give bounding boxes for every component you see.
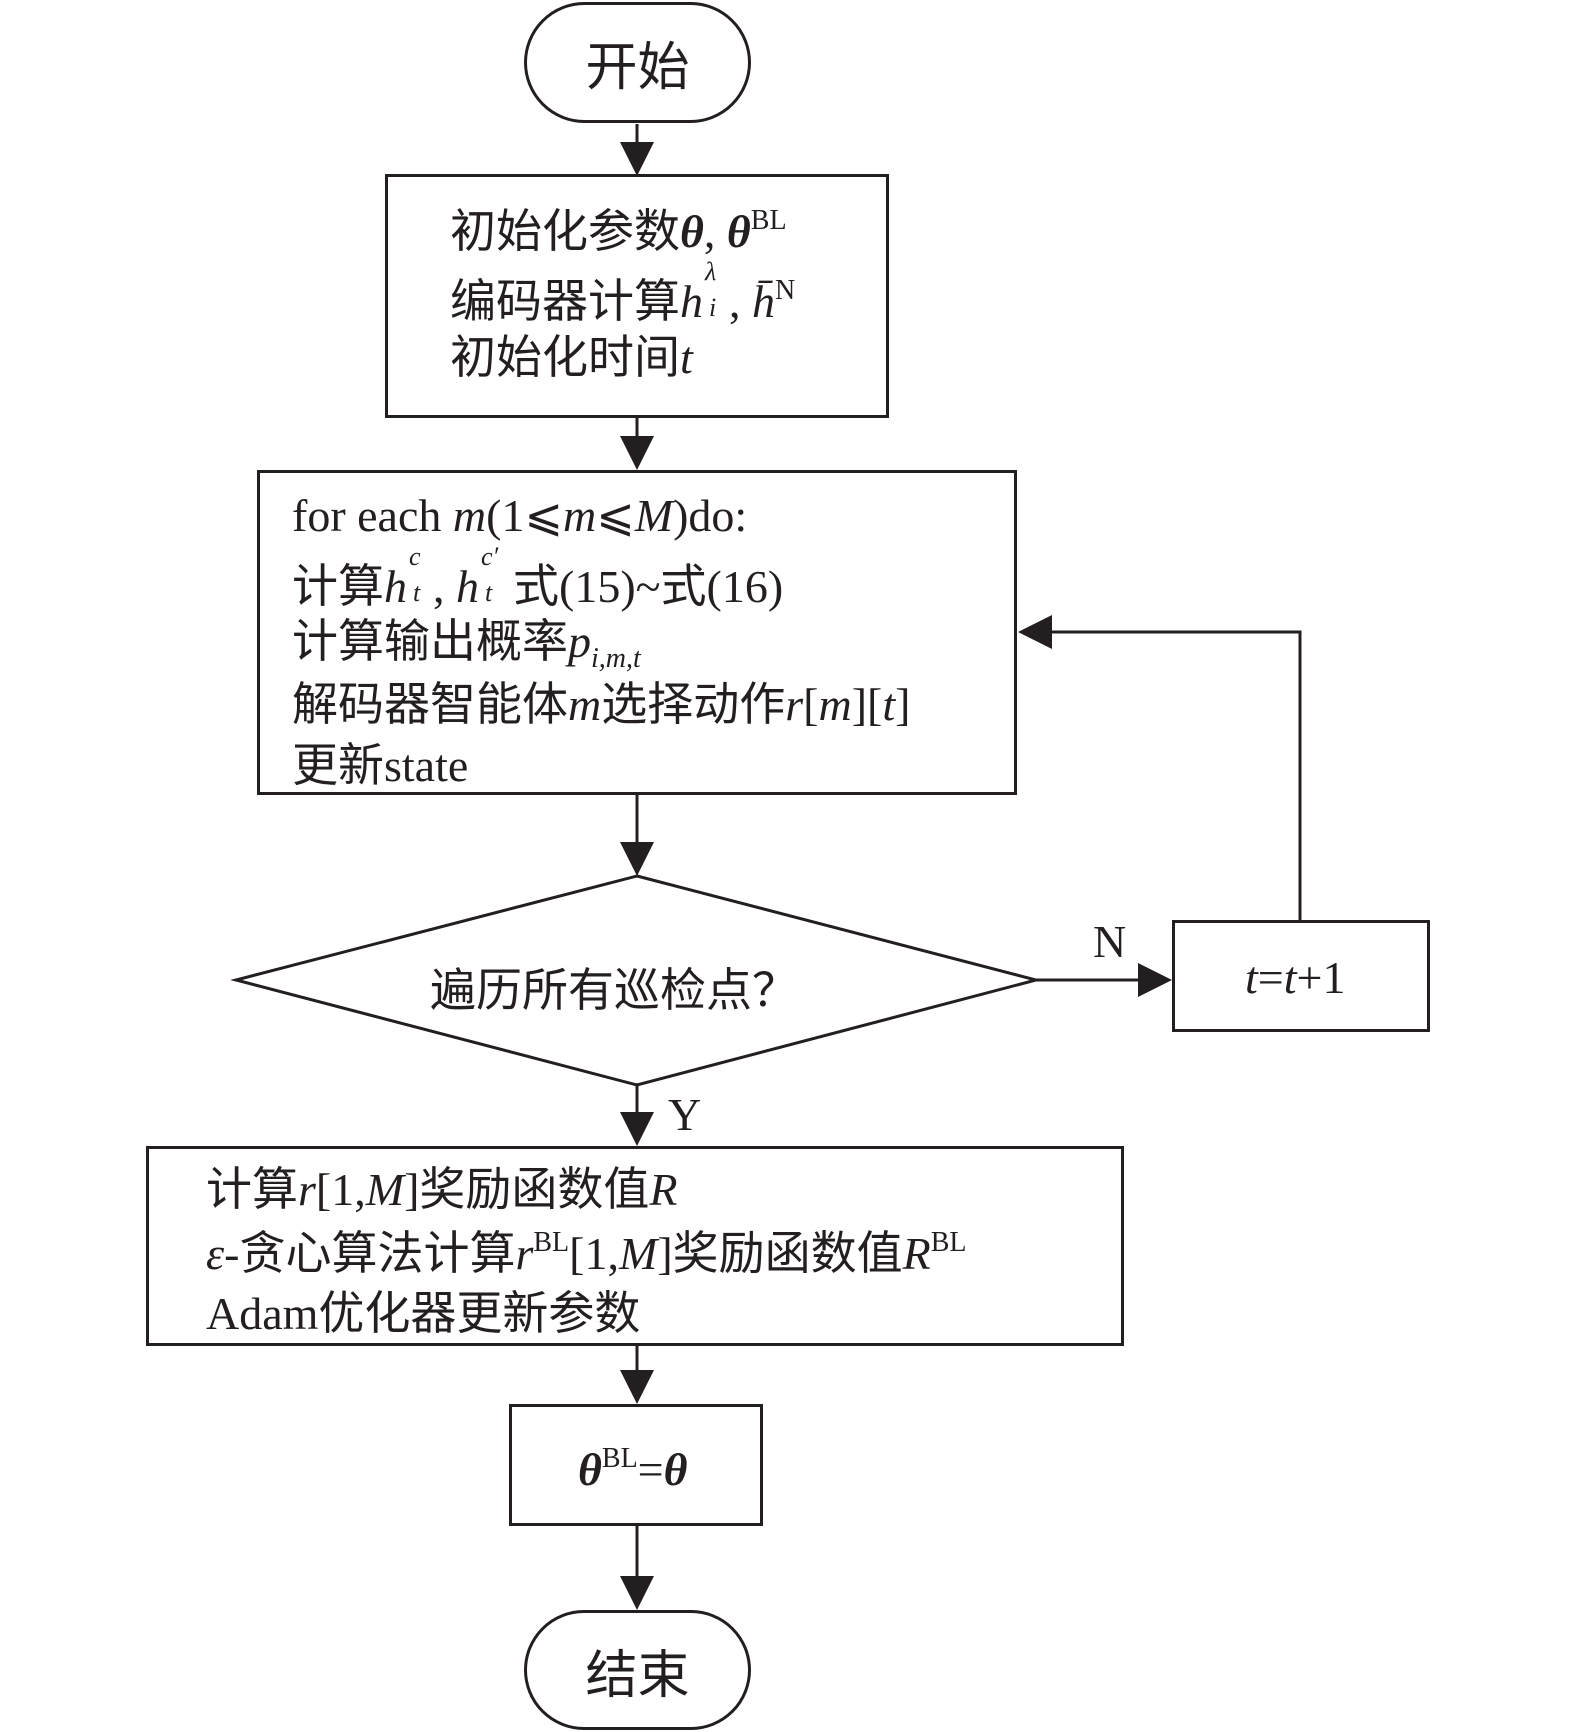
init-line-1: 初始化参数θ, θBL <box>450 205 787 258</box>
decision-label: 遍历所有巡检点？ <box>430 965 798 1016</box>
arrowhead-reward-assign <box>620 1370 654 1404</box>
end-label: 结束 <box>585 1647 690 1705</box>
assign-process: θBL=θ <box>509 1404 763 1526</box>
arrowhead-decision-reward <box>620 1112 654 1146</box>
loop-line-4: 解码器智能体m选择动作r[m][t] <box>292 679 911 730</box>
increment-process: t=t+1 <box>1172 920 1430 1032</box>
assign-text: θBL=θ <box>578 1443 688 1496</box>
start-terminal: 开始 <box>524 2 751 123</box>
loop-line-3: 计算输出概率pi,m,t <box>292 616 641 674</box>
increment-text: t=t+1 <box>1245 952 1346 1003</box>
arrowhead-increment-loop <box>1018 615 1052 649</box>
edge-label-yes: Y <box>668 1089 702 1140</box>
loop-line-5: 更新state <box>292 740 469 791</box>
arrowhead-assign-end <box>620 1576 654 1610</box>
arrowhead-decision-increment <box>1138 963 1172 997</box>
init-line-3: 初始化时间t <box>450 332 693 383</box>
end-terminal: 结束 <box>524 1610 751 1730</box>
arrowhead-init-loop <box>620 436 654 470</box>
reward-process: 计算r[1,M]奖励函数值R ε-贪心算法计算rBL[1,M]奖励函数值RBL … <box>146 1146 1124 1346</box>
reward-line-1: 计算r[1,M]奖励函数值R <box>206 1164 678 1215</box>
loop-line-1: for each m(1⩽m⩽M)do: <box>292 490 748 541</box>
arrowhead-loop-decision <box>620 842 654 876</box>
start-label: 开始 <box>585 40 690 97</box>
reward-line-3: Adam优化器更新参数 <box>206 1288 641 1339</box>
reward-line-2: ε-贪心算法计算rBL[1,M]奖励函数值RBL <box>206 1227 967 1280</box>
edge-label-no: N <box>1093 916 1127 967</box>
arrowhead-start-init <box>620 142 654 176</box>
edge-increment-loop <box>1050 630 1302 920</box>
